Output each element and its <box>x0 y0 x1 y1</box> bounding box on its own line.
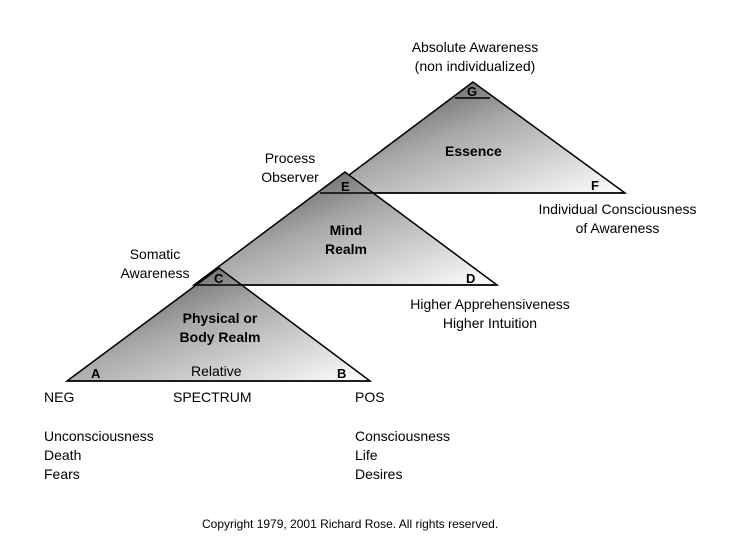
neg-label: NEG <box>44 389 75 405</box>
vertex-a: A <box>91 366 101 381</box>
somatic-awareness-caption: Somatic Awareness <box>120 246 190 281</box>
pos-list: Consciousness Life Desires <box>355 427 450 484</box>
list-item: Consciousness <box>355 428 450 444</box>
relative-label: Relative <box>191 363 242 379</box>
copyright-notice: Copyright 1979, 2001 Richard Rose. All r… <box>202 517 499 531</box>
vertex-e: E <box>341 179 350 194</box>
vertex-f: F <box>591 178 599 193</box>
vertex-d: D <box>466 271 476 286</box>
physical-realm-label: Physical or Body Realm <box>179 310 261 345</box>
list-item: Fears <box>44 466 80 482</box>
pos-label: POS <box>355 389 385 405</box>
absolute-awareness-caption: Absolute Awareness (non individualized) <box>411 39 539 74</box>
higher-apprehensiveness-caption: Higher Apprehensiveness Higher Intuition <box>410 296 570 331</box>
list-item: Death <box>44 447 82 463</box>
vertex-g: G <box>467 84 478 99</box>
process-observer-caption: Process Observer <box>261 150 319 185</box>
essence-label: Essence <box>445 143 502 159</box>
spectrum-label: SPECTRUM <box>173 389 252 405</box>
vertex-b: B <box>337 366 347 381</box>
list-item: Unconsciousness <box>44 428 154 444</box>
individual-consciousness-caption: Individual Consciousness of Awareness <box>538 201 697 236</box>
list-item: Life <box>355 447 378 463</box>
vertex-c: C <box>214 271 224 286</box>
neg-list: Unconsciousness Death Fears <box>44 427 154 484</box>
mind-realm-label: Mind Realm <box>324 222 368 257</box>
list-item: Desires <box>355 466 403 482</box>
